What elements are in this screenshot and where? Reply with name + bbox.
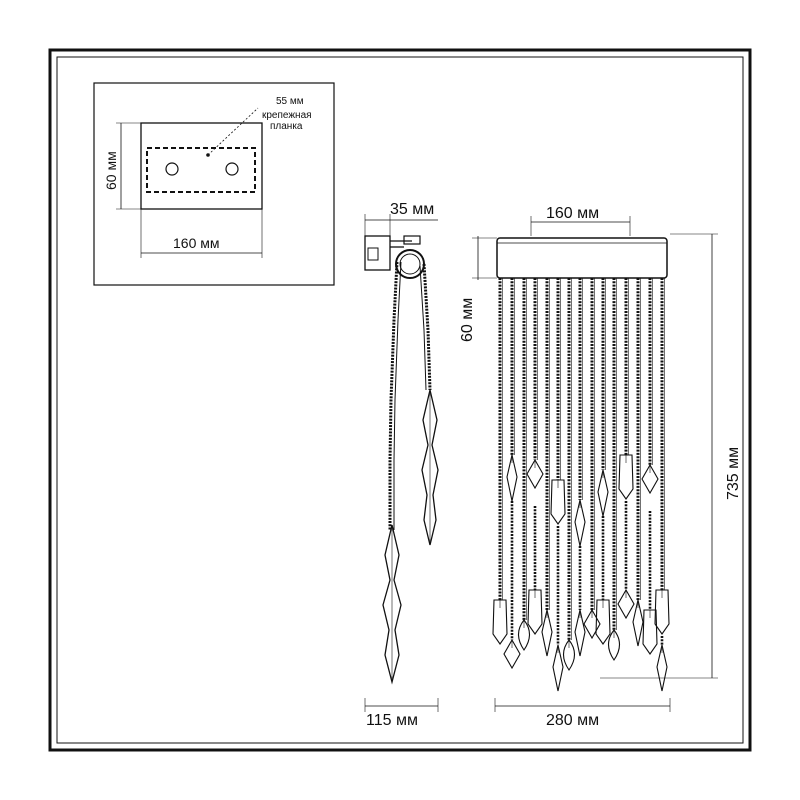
front-crystal-lower-14 [642,609,658,655]
front-canopy [496,237,668,279]
bracket-name-line2: планка [270,121,303,132]
front-crystal-upper-7 [562,639,576,671]
front-base-height-label: 60 мм [459,298,476,342]
front-crystal-upper-11 [607,629,621,661]
side-depth-label: 35 мм [390,201,434,218]
front-crystal-lower-12 [617,588,635,620]
mounting-base-outline [140,122,263,210]
side-arm-cap [403,235,421,245]
screw-hole-right [225,162,239,176]
side-chain-short [422,263,432,391]
front-crystal-lower-2 [503,638,521,670]
front-crystal-upper-9 [583,608,601,640]
inset-border [93,82,335,286]
screw-hole-left [165,162,179,176]
inset-mounting-plate: 55 мм крепежная планка 60 мм 160 мм [93,82,335,286]
front-crystal-upper-1 [492,599,508,645]
bracket-leader-line [207,107,259,156]
front-total-height-label: 735 мм [725,447,742,500]
side-chain-long [388,261,399,530]
front-crystal-upper-4 [526,458,544,490]
bracket-width-label: 55 мм [276,96,304,107]
front-top-width-label: 160 мм [546,205,599,222]
front-crystal-upper-3 [517,619,531,651]
inset-height-label: 60 мм [103,151,119,190]
mounting-bracket-outline [146,147,256,193]
front-chains [492,278,670,692]
front-crystal-upper-5 [541,609,553,657]
bracket-name-line1: крепежная [262,110,312,121]
side-chain-short-edge [419,265,427,391]
side-view: 35 мм 115 мм [364,201,439,729]
outer-frame [48,48,752,752]
front-bottom-width-label: 280 мм [546,712,599,729]
front-crystal-lower-15 [656,644,668,692]
front-crystal-upper-15 [654,589,670,635]
front-crystal-upper-13 [632,599,644,647]
side-width-label: 115 мм [366,712,418,729]
front-crystal-lower-8 [574,609,586,657]
side-ring-inner [399,253,421,275]
front-crystal-upper-14 [641,463,659,495]
inner-frame [56,56,744,744]
inset-width-label: 160 мм [173,235,220,251]
front-crystal-upper-6 [550,479,566,525]
front-view: 160 мм 60 мм 735 мм 280 мм [459,205,742,729]
front-crystal-lower-4 [527,589,543,635]
side-mount-connector [367,247,379,261]
side-wall-mount [364,235,391,271]
front-crystal-lower-6 [552,644,564,692]
side-chain-long-edge [393,261,402,530]
front-crystal-upper-12 [618,454,634,500]
front-crystal-lower-10 [595,599,611,645]
